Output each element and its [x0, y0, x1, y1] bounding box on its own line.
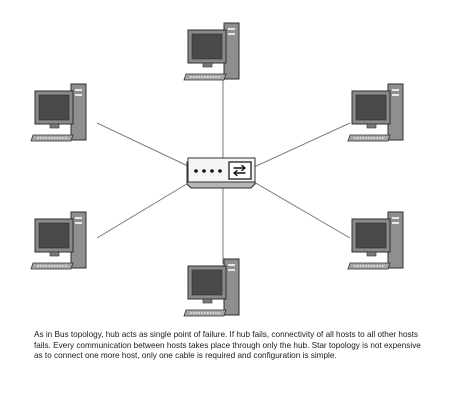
- cable-host-lower-left: [96, 181, 191, 239]
- cable-host-upper-right: [253, 122, 351, 168]
- cable-host-lower-right: [253, 181, 351, 239]
- diagram-caption: As in Bus topology, hub acts as single p…: [34, 330, 421, 361]
- desktop-computer-icon: [347, 83, 404, 142]
- desktop-computer-icon: [30, 211, 87, 270]
- host-upper-left: [30, 83, 87, 142]
- cable-lines: [96, 78, 351, 264]
- desktop-computer-icon: [347, 211, 404, 270]
- host-lower-right: [347, 211, 404, 270]
- hub: [186, 157, 256, 189]
- network-hub-icon: [186, 157, 256, 189]
- host-bottom: [183, 258, 240, 317]
- cable-host-upper-left: [96, 122, 191, 168]
- host-top: [183, 22, 240, 81]
- host-lower-left: [30, 211, 87, 270]
- desktop-computer-icon: [183, 22, 240, 81]
- desktop-computer-icon: [30, 83, 87, 142]
- desktop-computer-icon: [183, 258, 240, 317]
- host-upper-right: [347, 83, 404, 142]
